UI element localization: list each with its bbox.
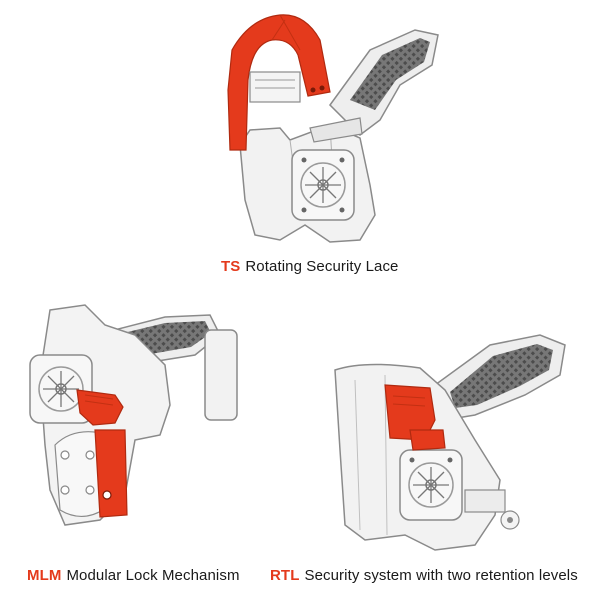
rtl-label: Security system with two retention level…	[304, 567, 578, 584]
ts-holster-illustration	[210, 10, 460, 250]
mlm-code: MLM	[27, 567, 62, 584]
mlm-holster-illustration	[15, 295, 265, 560]
rtl-holster-illustration	[325, 330, 580, 560]
ts-label: Rotating Security Lace	[245, 258, 399, 275]
rtl-code: RTL	[270, 567, 300, 584]
ts-code: TS	[221, 258, 241, 275]
mlm-label: Modular Lock Mechanism	[66, 567, 240, 584]
